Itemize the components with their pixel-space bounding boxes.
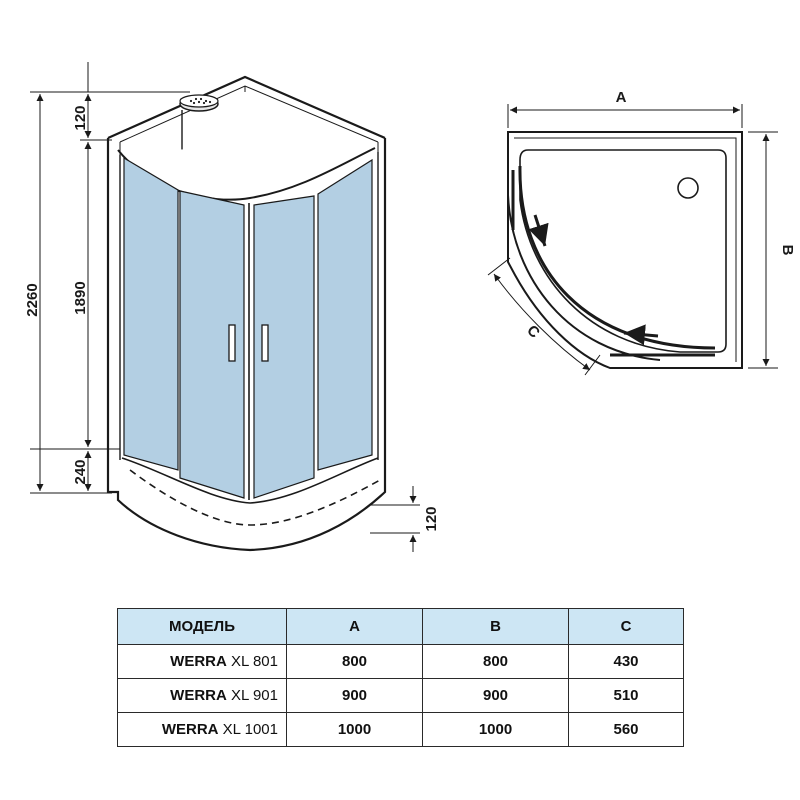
plan-label-a: A [616,89,627,106]
glass-panel-right-fixed [317,158,373,471]
header-a: A [286,608,423,645]
model-cell: WERRA XL 1001 [117,712,287,747]
table-row: WERRA XL 801 800 800 430 [117,644,684,679]
table-header-row: МОДЕЛЬ A B C [117,608,684,645]
plan-dimensions [487,104,778,376]
header-c: C [568,608,684,645]
dim-total-height: 2260 [24,283,41,316]
value-b: 800 [422,644,569,679]
model-brand: WERRA [170,653,227,670]
front-dimensions [30,62,420,552]
plan-label-b: B [779,245,796,256]
dim-bottom: 240 [72,459,89,484]
value-b: 900 [422,678,569,713]
header-model: МОДЕЛЬ [117,608,287,645]
model-series: XL 801 [226,653,278,670]
table-row: WERRA XL 901 900 900 510 [117,678,684,713]
table-row: WERRA XL 1001 1000 1000 560 [117,712,684,747]
value-c: 510 [568,678,684,713]
model-cell: WERRA XL 801 [117,644,287,679]
cabin-roof [107,75,386,140]
model-series: XL 1001 [218,721,278,738]
glass-panel-right-door [253,195,315,499]
dim-middle: 1890 [72,281,89,314]
slide-arrow-left [528,214,549,247]
glass-panel-left-door [179,190,245,499]
glass-panel-left-fixed [123,156,179,471]
value-c: 430 [568,644,684,679]
shower-head-icon [179,94,219,112]
value-a: 1000 [286,712,423,747]
model-dimensions-table: МОДЕЛЬ A B C WERRA XL 801 800 800 430 WE… [117,608,684,747]
plan-label-c: C [523,322,543,342]
door-handle-right [261,324,269,362]
tray-top-curve [121,457,379,504]
value-b: 1000 [422,712,569,747]
dim-top: 120 [72,105,89,130]
value-a: 900 [286,678,423,713]
front-view [106,75,387,552]
plan-view [507,131,743,369]
tray-hidden-curve [129,469,381,526]
drain-icon [677,177,699,199]
model-cell: WERRA XL 901 [117,678,287,713]
slide-arrow-right [623,324,659,346]
model-brand: WERRA [170,687,227,704]
door-handle-left [228,324,236,362]
dim-tray: 120 [423,506,440,531]
value-a: 800 [286,644,423,679]
model-brand: WERRA [161,721,219,738]
model-series: XL 901 [226,687,278,704]
value-c: 560 [568,712,684,747]
header-b: B [422,608,569,645]
